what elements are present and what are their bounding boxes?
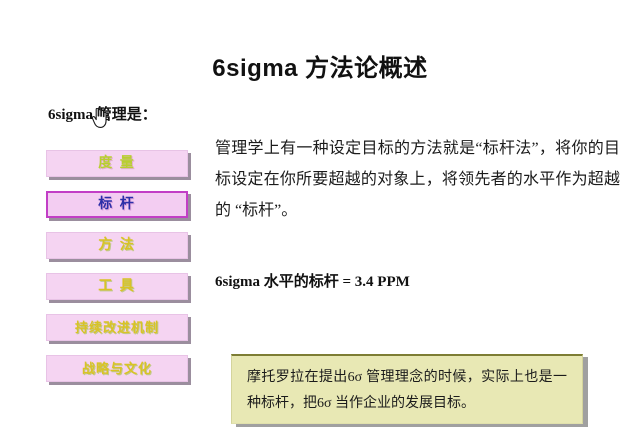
step-box-strategy-culture[interactable]: 战略与文化 (46, 355, 188, 382)
step-box-measure[interactable]: 度 量 (46, 150, 188, 177)
step-box-method[interactable]: 方 法 (46, 232, 188, 259)
step-label: 持续改进机制 (74, 320, 159, 335)
step-label: 度 量 (98, 155, 136, 171)
step-box-tools[interactable]: 工 具 (46, 273, 188, 300)
step-label: 方 法 (98, 237, 136, 253)
body-paragraph: 管理学上有一种设定目标的方法就是“标杆法”，将你的目标设定在你所要超越的对象上，… (215, 140, 620, 219)
page-title: 6sigma 方法论概述 (212, 55, 428, 82)
step-label: 工 具 (98, 278, 136, 294)
callout-text: 摩托罗拉在提出6σ 管理理念的时候，实际上也是一种标杆，把6σ 当作企业的发展目… (247, 370, 567, 411)
callout-box: 摩托罗拉在提出6σ 管理理念的时候，实际上也是一种标杆，把6σ 当作企业的发展目… (231, 354, 583, 424)
left-column-heading: 6sigma 管理是： (48, 107, 157, 123)
step-box-continuous-improvement[interactable]: 持续改进机制 (46, 314, 188, 341)
benchmark-formula: 6sigma 水平的标杆 = 3.4 PPM (215, 274, 410, 290)
step-box-benchmark[interactable]: 标 杆 (46, 191, 188, 218)
step-list: 度 量 标 杆 方 法 工 具 持续改进机制 战略与文化 (46, 150, 196, 396)
step-label: 战略与文化 (81, 361, 152, 376)
step-label: 标 杆 (98, 196, 136, 212)
